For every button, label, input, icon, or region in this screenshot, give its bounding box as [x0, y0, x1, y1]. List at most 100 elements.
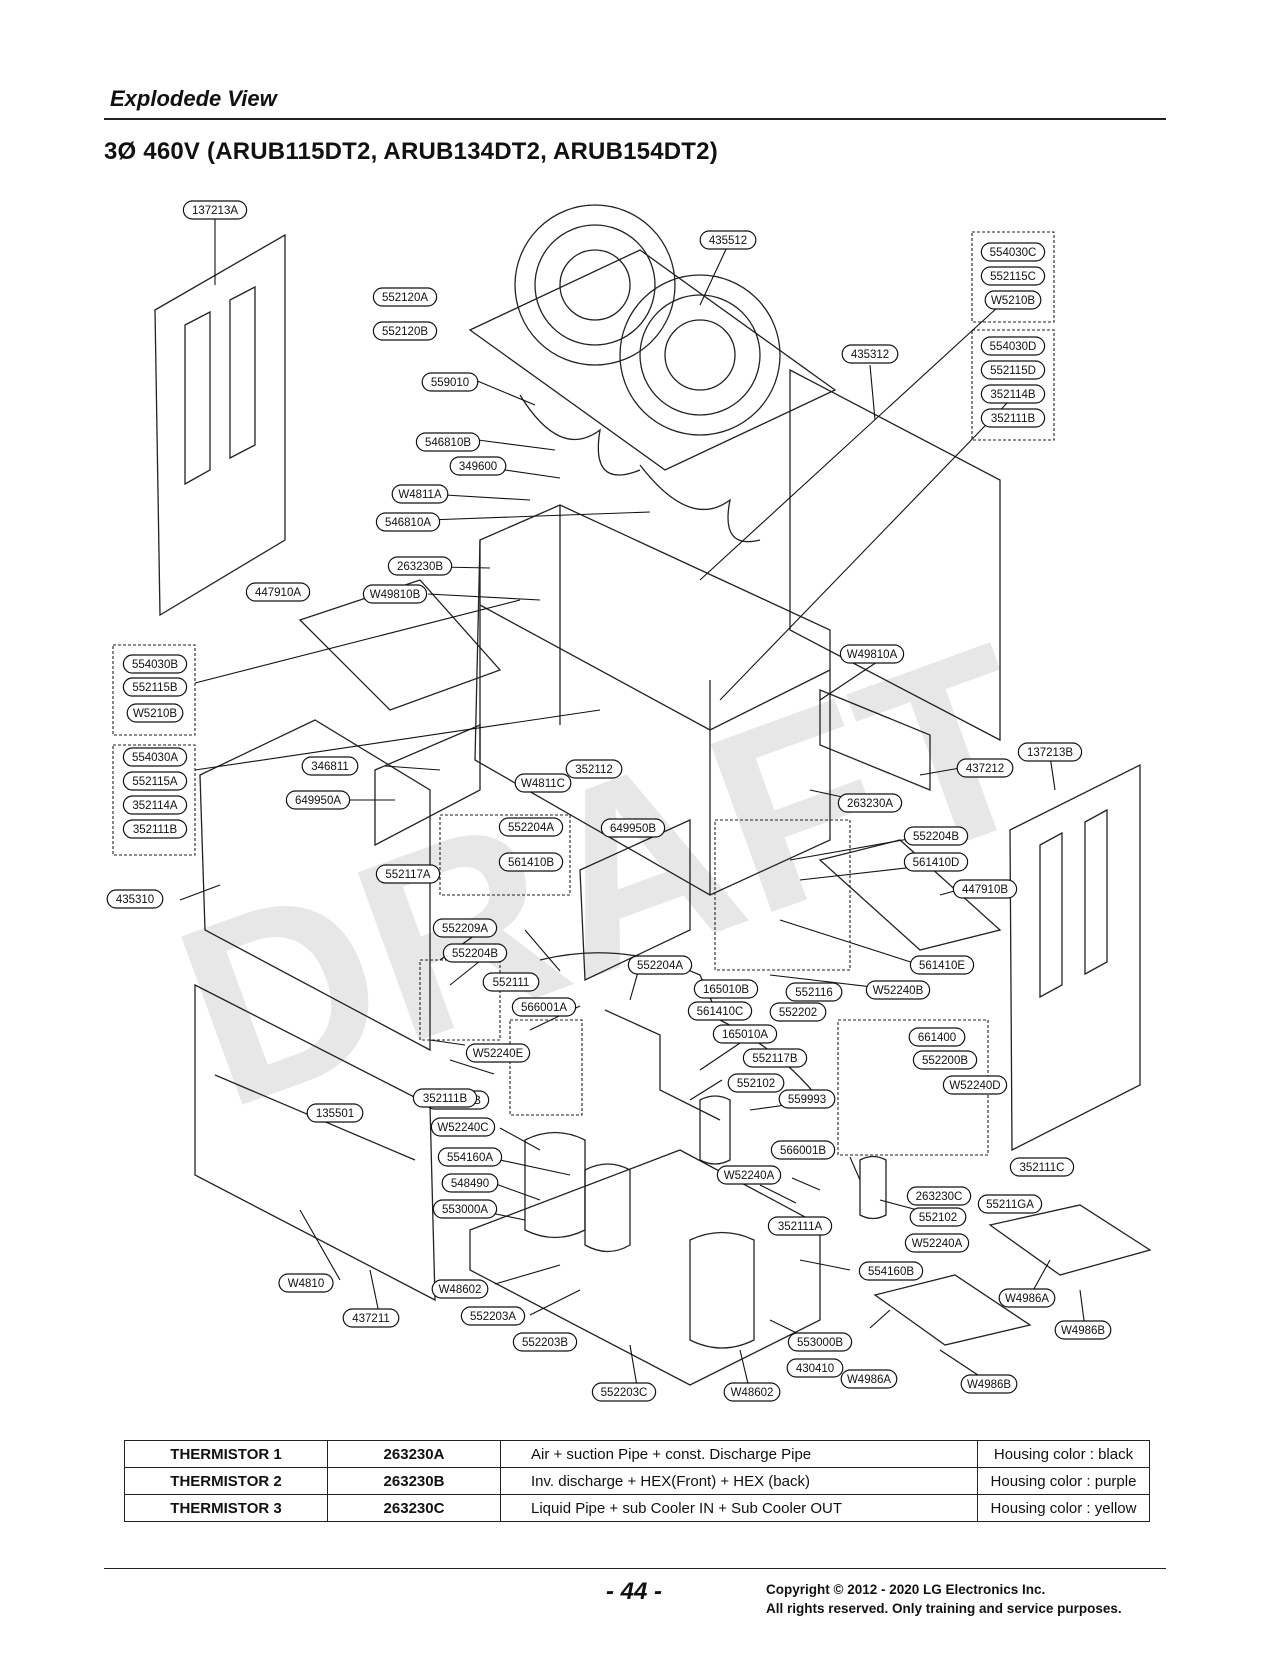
part-callout: W5210B — [126, 703, 184, 723]
callout-bubble — [301, 756, 359, 776]
part-number-label: 552120A — [382, 292, 428, 304]
part-number-label: 352114B — [990, 389, 1036, 401]
callout-bubble — [182, 200, 248, 220]
part-number-label: 561410B — [508, 857, 554, 869]
part-callout: 55211GA — [977, 1194, 1043, 1214]
part-number-label: 552202 — [779, 1007, 817, 1019]
callout-bubble — [908, 1027, 966, 1047]
callout-bubble — [956, 758, 1014, 778]
copyright-notice: Copyright © 2012 - 2020 LG Electronics I… — [766, 1580, 1122, 1618]
callout-bubble — [909, 955, 975, 975]
part-number-label: 553000A — [442, 1204, 488, 1216]
part-callout: 352114B — [980, 384, 1046, 404]
part-number-label: 352111B — [423, 1093, 468, 1105]
callout-bubble — [498, 817, 564, 837]
part-callout: 552120B — [372, 321, 438, 341]
part-number-label: 352111B — [133, 824, 178, 836]
part-number-label: W52240C — [437, 1122, 488, 1134]
model-title: 3Ø 460V (ARUB115DT2, ARUB134DT2, ARUB154… — [104, 138, 718, 165]
part-number-label: 430410 — [796, 1363, 834, 1375]
part-callout: 552115D — [980, 360, 1046, 380]
part-number-label: 137213B — [1027, 747, 1073, 759]
callout-bubble — [285, 790, 351, 810]
part-number-label: 352111C — [1020, 1162, 1065, 1174]
callout-bubble — [511, 997, 577, 1017]
exploded-view-diagram: DRAFT — [106, 200, 1152, 1402]
part-callout: W52240D — [942, 1075, 1008, 1095]
part-callout: W4811C — [514, 773, 572, 793]
part-callout: 435512 — [699, 230, 757, 250]
part-number-label: 552115C — [990, 271, 1036, 283]
part-callout: 263230B — [387, 556, 453, 576]
part-number-label: 554160B — [868, 1266, 914, 1278]
callout-bubble — [840, 1369, 898, 1389]
part-number-label: 552209A — [442, 923, 488, 935]
part-number-label: 552203B — [522, 1337, 568, 1349]
callout-bubble — [903, 826, 969, 846]
part-callout: W52240C — [430, 1117, 496, 1137]
part-callout: 263230A — [837, 793, 903, 813]
part-number-label: 552204A — [637, 960, 683, 972]
table-row: THERMISTOR 1 263230A Air + suction Pipe … — [124, 1440, 1150, 1468]
callout-bubble — [432, 1199, 498, 1219]
part-number-label: 554160A — [447, 1152, 493, 1164]
part-number-label: W49810A — [847, 649, 898, 661]
part-number-label: W52240D — [949, 1080, 1000, 1092]
part-number-label: 554030A — [132, 752, 178, 764]
footer-rule — [104, 1568, 1166, 1569]
callout-bubble — [375, 512, 441, 532]
part-callout: 437212 — [956, 758, 1014, 778]
part-callout: 553000A — [432, 1199, 498, 1219]
part-callout: 552202 — [769, 1002, 827, 1022]
callout-bubble — [600, 818, 666, 838]
part-callout: 552204A — [627, 955, 693, 975]
callout-bubble — [912, 1050, 978, 1070]
callout-bubble — [412, 1088, 478, 1108]
part-number-label: W4810 — [288, 1278, 324, 1290]
part-number-label: 554030D — [990, 341, 1037, 353]
callout-bubble — [769, 1002, 827, 1022]
callout-bubble — [431, 1279, 489, 1299]
leader-lines — [179, 217, 1086, 1393]
part-callout: 566001A — [511, 997, 577, 1017]
callout-bubble — [122, 819, 188, 839]
part-callout: 552203C — [591, 1382, 657, 1402]
part-callout: W4811A — [391, 484, 449, 504]
part-callout: 561410B — [498, 852, 564, 872]
part-callout: 352112 — [565, 759, 623, 779]
part-number-label: 552117A — [385, 869, 431, 881]
callout-bubble — [372, 287, 438, 307]
part-callout: 552111 — [482, 972, 540, 992]
thermistor-part-number: 263230B — [327, 1467, 501, 1495]
part-number-label: W4986A — [1005, 1293, 1049, 1305]
part-callout: 352111A — [767, 1216, 833, 1236]
callout-bubble — [787, 1332, 853, 1352]
part-number-label: 548490 — [451, 1178, 489, 1190]
part-number-label: W52240A — [912, 1238, 963, 1250]
callout-bubble — [122, 747, 188, 767]
part-callout: W4986A — [998, 1288, 1056, 1308]
callout-bubble — [465, 1043, 531, 1063]
callout-bubble — [122, 677, 188, 697]
part-number-label: 554030C — [990, 247, 1037, 259]
part-callout: 552203B — [512, 1332, 578, 1352]
part-number-label: W52240B — [873, 985, 924, 997]
rights-line: All rights reserved. Only training and s… — [766, 1601, 1122, 1616]
part-callout: 552204A — [498, 817, 564, 837]
thermistor-name: THERMISTOR 3 — [124, 1494, 328, 1522]
part-callout: 552203A — [460, 1306, 526, 1326]
callout-bubble — [952, 879, 1018, 899]
part-callout: 554030C — [980, 242, 1046, 262]
unit-line-art — [112, 204, 1152, 1386]
callout-bubble — [432, 918, 498, 938]
part-callout: W49810B — [362, 584, 428, 604]
part-callout: W48602 — [723, 1382, 781, 1402]
part-number-label: 552102 — [919, 1212, 957, 1224]
part-callout: 352111B — [980, 408, 1046, 428]
page-number: - 44 - — [606, 1578, 663, 1605]
callout-bubble — [387, 556, 453, 576]
part-number-label: 552111 — [493, 977, 530, 989]
part-callout: 561410C — [687, 1001, 753, 1021]
callout-bubble — [767, 1216, 833, 1236]
part-callout: 137213B — [1017, 742, 1083, 762]
